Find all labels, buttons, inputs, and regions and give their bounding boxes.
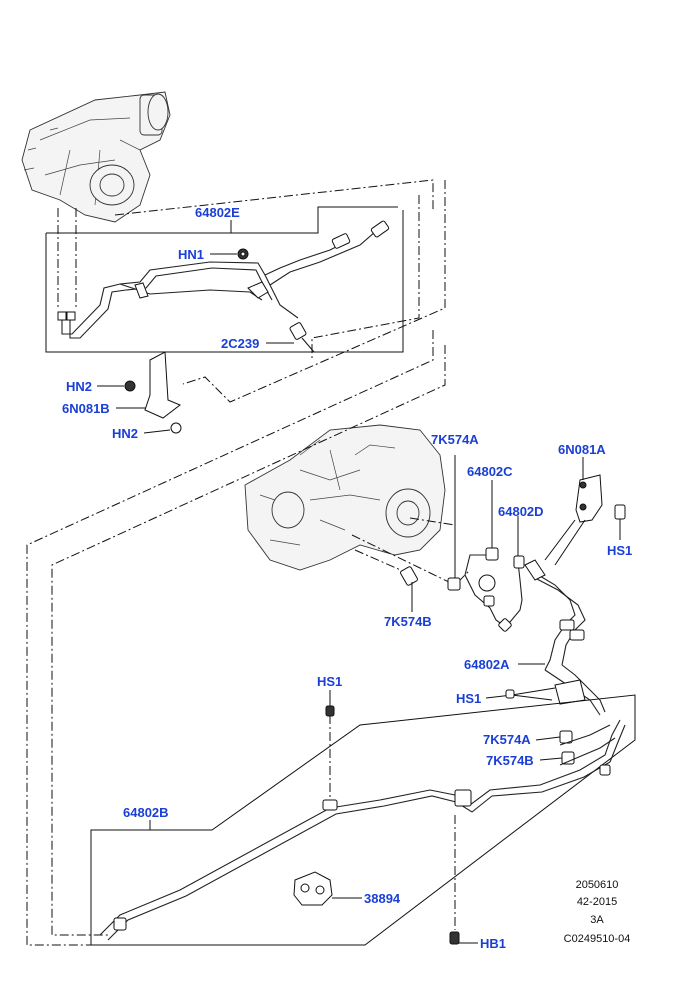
hb1-bolt-part (449, 931, 478, 945)
label-38894: 38894 (364, 891, 401, 906)
guide-frame (51, 345, 446, 936)
reference-line-1: 2050610 (576, 879, 619, 891)
leader-64802E (46, 206, 398, 234)
pipes-64802C-64802D (464, 480, 525, 632)
6n081a-bracket-part (544, 457, 626, 566)
label-HN2-lower: HN2 (112, 426, 138, 441)
label-7K574B-low: 7K574B (486, 753, 534, 768)
label-64802B: 64802B (123, 805, 169, 820)
label-7K574B-mid: 7K574B (384, 614, 432, 629)
label-7K574A-low: 7K574A (483, 732, 531, 747)
7k574-sensors-mid (400, 455, 461, 612)
label-7K574A-top: 7K574A (431, 432, 479, 447)
transfer-case-illustration (21, 91, 171, 223)
38894-clip-part (293, 871, 333, 906)
frame-64802B (90, 694, 636, 946)
leader-HS1-mid-fan (511, 687, 556, 701)
label-HS1-top: HS1 (317, 674, 342, 689)
guide-frame (26, 330, 434, 946)
7k574-sensors-low (535, 730, 575, 765)
label-HS1-right: HS1 (607, 543, 632, 558)
label-64802A: 64802A (464, 657, 510, 672)
2c239-sensor-part (289, 322, 315, 353)
guide-line (182, 180, 446, 403)
frame-64802E (45, 210, 404, 353)
transmission-illustration (244, 424, 446, 571)
guide-line (114, 179, 434, 216)
reference-line-4: C0249510-04 (564, 933, 631, 945)
guide-line (311, 195, 420, 358)
hs1-bolt-top (325, 690, 335, 717)
label-HN2-upper: HN2 (66, 379, 92, 394)
reference-line-3: 3A (590, 914, 604, 926)
label-2C239: 2C239 (221, 336, 259, 351)
label-6N081B: 6N081B (62, 401, 110, 416)
pipe-64802E (57, 220, 390, 339)
pipe-64802B (99, 719, 626, 941)
hn1-nut-part (237, 248, 249, 260)
label-64802E: 64802E (195, 205, 240, 220)
label-64802C: 64802C (467, 464, 513, 479)
label-HN1: HN1 (178, 247, 204, 262)
reference-line-2: 42-2015 (577, 896, 617, 908)
label-HS1-mid: HS1 (456, 691, 481, 706)
pipe-64802A (524, 559, 606, 716)
leader-HN2b (143, 429, 171, 434)
6n081b-bracket-part (124, 351, 182, 434)
label-6N081A: 6N081A (558, 442, 606, 457)
hs1-bolt-mid (505, 689, 515, 699)
label-HB1: HB1 (480, 936, 506, 951)
label-64802D: 64802D (498, 504, 544, 519)
guide-line (409, 517, 456, 526)
